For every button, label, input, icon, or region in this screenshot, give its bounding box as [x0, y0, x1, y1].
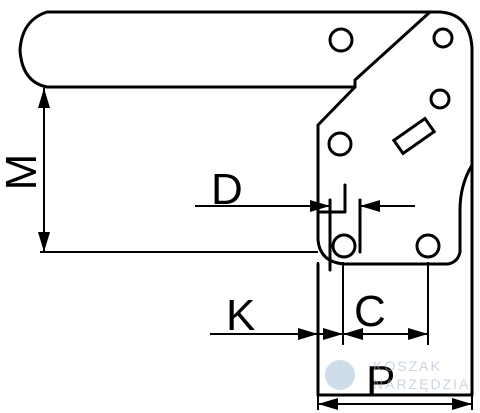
dimension-label-d: D: [211, 165, 243, 214]
hole-mid-right: [429, 88, 451, 110]
arrow-k: [298, 328, 318, 340]
dimension-label-m: M: [0, 153, 46, 191]
dimension-label-p: P: [366, 357, 396, 406]
arrow-d-right: [360, 200, 380, 212]
watermark-line1: KOSZAK: [373, 358, 442, 374]
arrow-m-bottom: [38, 232, 50, 252]
hole-left: [327, 131, 353, 157]
slot: [391, 116, 437, 156]
clamp-body: [316, 85, 474, 397]
arrow-d-left: [310, 200, 330, 212]
pivot-right: [415, 233, 441, 259]
handle-bar: [18, 10, 474, 266]
dimension-label-k: K: [226, 291, 256, 340]
arrow-k-center: [323, 328, 343, 340]
arrow-c-left: [343, 328, 363, 340]
pivot-left: [331, 233, 357, 259]
arm-lines: [328, 198, 362, 272]
dimension-label-c: C: [354, 287, 386, 336]
arrow-m-top: [38, 88, 50, 108]
arrow-c-right: [408, 328, 428, 340]
wrench-icon: [325, 360, 355, 390]
hole-top-right: [432, 27, 454, 49]
arrow-p-left: [318, 398, 338, 410]
watermark-line2: NARZĘDZIA: [373, 376, 471, 392]
arrow-p-right: [452, 398, 472, 410]
hole-top-left: [328, 27, 354, 53]
